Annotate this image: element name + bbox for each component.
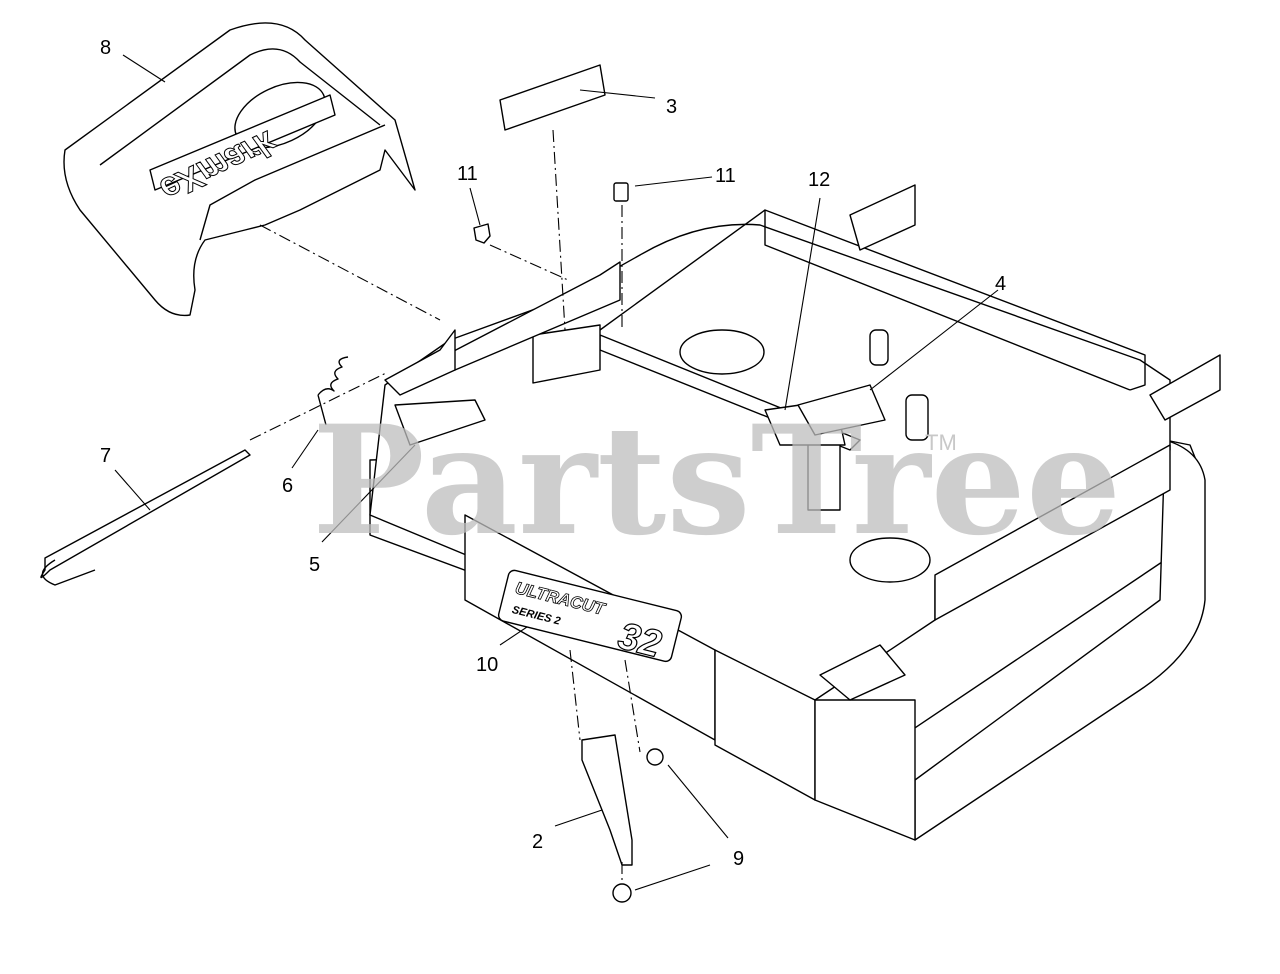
callout-12: 12 xyxy=(808,169,830,191)
deflector-bracket xyxy=(581,734,633,866)
callout-10: 10 xyxy=(476,654,498,676)
decals xyxy=(394,64,906,701)
bolts xyxy=(473,182,629,244)
callout-3: 3 xyxy=(666,96,677,118)
leader-lines xyxy=(114,54,999,891)
hardware-nuts xyxy=(612,748,664,903)
discharge-chute xyxy=(63,22,416,317)
callout-7: 7 xyxy=(100,445,111,467)
callout-5: 5 xyxy=(309,554,320,576)
callout-4: 4 xyxy=(995,273,1006,295)
callout-2: 2 xyxy=(532,831,543,853)
watermark-tm: TM xyxy=(925,430,957,455)
rod xyxy=(40,449,251,586)
callout-9: 9 xyxy=(733,848,744,870)
spring xyxy=(317,356,349,426)
callout-6: 6 xyxy=(282,475,293,497)
callout-11-right: 11 xyxy=(715,165,736,187)
callout-11-left: 11 xyxy=(457,163,478,185)
watermark: PartsTree xyxy=(312,393,1121,569)
callout-8: 8 xyxy=(100,37,111,59)
